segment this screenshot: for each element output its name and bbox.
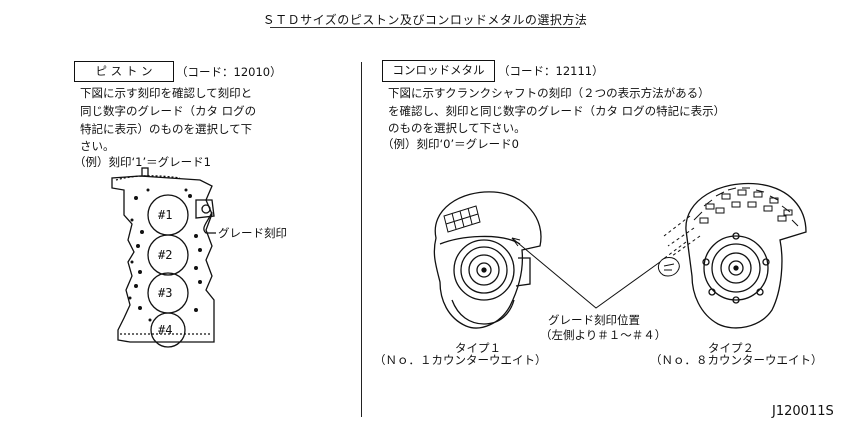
conrod-heading: コンロッドメタル xyxy=(382,60,495,82)
piston-line-2: 同じ数字のグレード（カタ ログの xyxy=(80,104,257,118)
piston-line-3: 特記に表示）のものを選択して下 xyxy=(80,122,253,136)
figure-code: J120011S xyxy=(772,404,834,419)
conrod-line-1: 下図に示すクランクシャフトの刻印（２つの表示方法がある） xyxy=(388,86,710,100)
type2-sublabel: （Ｎｏ．８カウンターウエイト） xyxy=(650,353,823,367)
section-divider xyxy=(361,62,362,417)
cylinder-block-drawing xyxy=(111,167,216,348)
conrod-line-3: のものを選択して下さい。 xyxy=(388,121,526,135)
type1-sublabel: （Ｎｏ．１カウンターウエイト） xyxy=(374,353,547,367)
piston-example: （例）刻印‘1’＝グレード1 xyxy=(74,155,211,169)
piston-heading: ピ ス ト ン xyxy=(74,61,174,82)
page-title: ＳＴＤサイズのピストン及びコンロッドメタルの選択方法 xyxy=(262,13,588,27)
cylinder-4-label: #4 xyxy=(158,323,173,337)
piston-stamp-callout: グレード刻印 xyxy=(218,226,287,240)
conrod-example: （例）刻印‘0’＝グレード0 xyxy=(382,137,519,151)
piston-line-1: 下図に示す刻印を確認して刻印と xyxy=(80,86,253,100)
conrod-stamp-callout-2: （左側より＃１～＃４） xyxy=(540,328,667,342)
cylinder-2-label: #2 xyxy=(158,248,173,262)
crank-type2-drawing xyxy=(657,182,807,329)
type2-label: タイプ２ xyxy=(708,341,754,355)
conrod-code: （コード：12111） xyxy=(498,64,604,78)
stamp-position-leaders xyxy=(511,237,661,309)
cylinder-1-label: #1 xyxy=(158,208,173,222)
conrod-line-2: を確認し、刻印と同じ数字のグレード（カタ ログの特記に表示） xyxy=(388,104,726,118)
title-underline xyxy=(270,27,580,28)
type1-label: タイプ１ xyxy=(455,341,501,355)
conrod-stamp-callout-1: グレード刻印位置 xyxy=(548,313,640,327)
cylinder-3-label: #3 xyxy=(158,286,173,300)
crank-type1-drawing xyxy=(433,191,542,329)
piston-code: （コード：12010） xyxy=(176,65,282,79)
piston-line-4: さい。 xyxy=(80,139,115,153)
